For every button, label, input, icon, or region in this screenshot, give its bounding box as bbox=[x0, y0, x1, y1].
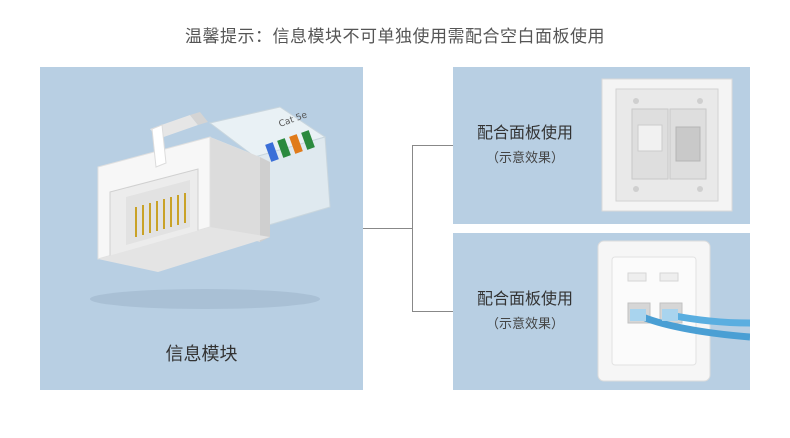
top-caption: 配合面板使用 bbox=[476, 123, 573, 142]
faceplate-back-image bbox=[601, 78, 733, 212]
notice-text: 温馨提示：信息模块不可单独使用需配合空白面板使用 bbox=[185, 27, 605, 47]
top-caption-block: 配合面板使用 （示意效果） bbox=[465, 119, 585, 166]
module-caption: 信息模块 bbox=[165, 344, 238, 365]
faceplate-front-panel: 配合面板使用 （示意效果） bbox=[453, 233, 750, 390]
bottom-caption-block: 配合面板使用 （示意效果） bbox=[465, 285, 585, 332]
keystone-module-image: Cat 5e bbox=[90, 106, 331, 309]
module-panel: Cat 5e 信息模块 bbox=[40, 67, 363, 390]
connector-bottom-branch bbox=[412, 311, 453, 312]
bottom-caption: 配合面板使用 bbox=[476, 289, 573, 308]
connector-horizontal bbox=[363, 228, 413, 229]
connector-top-branch bbox=[412, 145, 453, 146]
faceplate-front-image bbox=[597, 240, 750, 382]
bottom-sub-caption: （示意效果） bbox=[485, 317, 564, 332]
faceplate-back-panel: 配合面板使用 （示意效果） bbox=[453, 67, 750, 224]
top-sub-caption: （示意效果） bbox=[485, 151, 564, 166]
connector-vertical bbox=[412, 145, 413, 311]
